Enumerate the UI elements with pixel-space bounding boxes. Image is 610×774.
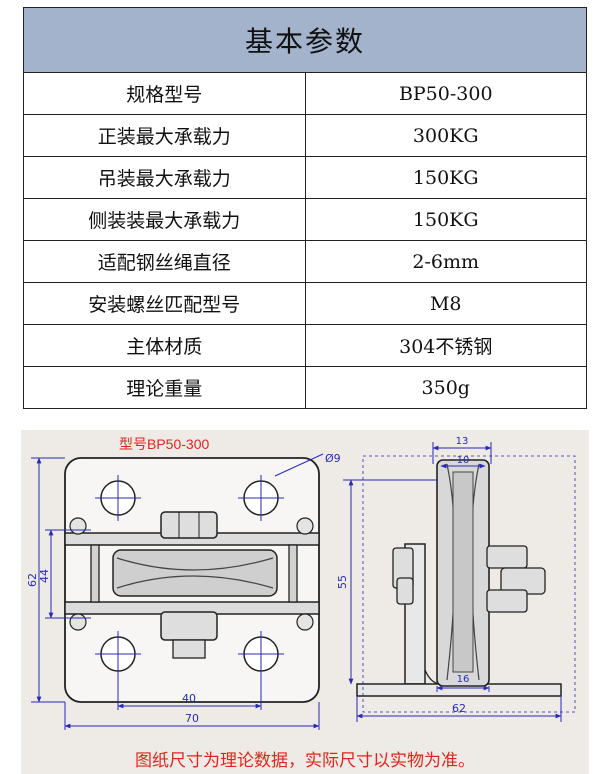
table-row: 主体材质 304不锈钢 [23,324,587,367]
row-value: 2-6mm [304,240,587,283]
row-label: 正装最大承载力 [23,114,306,157]
side-dimensions [343,442,562,722]
front-dimensions [31,453,324,730]
table-row: 理论重量 350g [23,366,587,409]
front-view: 62 44 40 70 Ø9 [26,452,341,730]
dim-hole-diameter: Ø9 [325,452,341,465]
drawing-svg: 62 44 40 70 Ø9 [26,436,576,730]
dim-16: 16 [457,674,470,685]
table-row: 安装螺丝匹配型号 M8 [23,282,587,325]
bottom-nut [160,611,218,641]
top-nut [160,511,218,539]
row-value: BP50-300 [304,72,587,115]
row-value: 150KG [304,156,587,199]
disclaimer-note: 图纸尺寸为理论数据，实际尺寸以实物为准。 [135,751,475,771]
dim-62-height: 62 [26,573,39,587]
row-value: 350g [304,366,587,409]
pulley-wheel [112,549,278,597]
table-row: 吊装最大承载力 150KG [23,156,587,199]
row-value: 304不锈钢 [304,324,587,367]
dim-10: 10 [457,455,470,466]
row-label: 规格型号 [23,72,306,115]
table-row: 规格型号 BP50-300 [23,72,587,115]
row-label: 适配钢丝绳直径 [23,240,306,283]
model-label: 型号BP50-300 [119,436,210,452]
dim-44-height: 44 [38,569,51,583]
table-row: 正装最大承载力 300KG [23,114,587,157]
row-value: M8 [304,282,587,325]
row-value: 150KG [304,198,587,241]
spec-table: 基本参数 规格型号 BP50-300 正装最大承载力 300KG 吊装最大承载力… [23,7,587,409]
dim-62-width: 62 [452,702,466,715]
side-view: 13 10 55 16 62 [336,436,576,722]
dim-13: 13 [456,436,469,447]
row-label: 安装螺丝匹配型号 [23,282,306,325]
table-title: 基本参数 [23,7,587,73]
dim-55: 55 [336,575,349,589]
table-row: 侧装装最大承载力 150KG [23,198,587,241]
row-value: 300KG [304,114,587,157]
table-row: 适配钢丝绳直径 2-6mm [23,240,587,283]
dim-40-width: 40 [182,692,196,705]
row-label: 主体材质 [23,324,306,367]
row-label: 侧装装最大承载力 [23,198,306,241]
technical-drawing: 62 44 40 70 Ø9 [21,430,589,774]
dim-70-width: 70 [185,712,199,725]
row-label: 理论重量 [23,366,306,409]
row-label: 吊装最大承载力 [23,156,306,199]
